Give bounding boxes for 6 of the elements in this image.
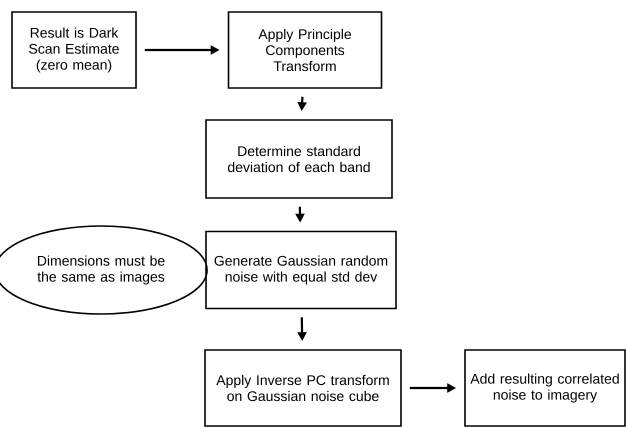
process-box: Generate Gaussian random noise with equal std dev	[205, 230, 397, 310]
process-box: Determine standard deviation of each band	[205, 119, 393, 199]
process-box: Apply Principle Components Transform	[228, 11, 382, 89]
process-box: Apply Inverse PC transform on Gaussian noise cube	[204, 349, 402, 427]
process-box: Add resulting correlated noise to imagery	[464, 349, 626, 427]
process-box: Result is Dark Scan Estimate (zero mean)	[11, 11, 137, 89]
